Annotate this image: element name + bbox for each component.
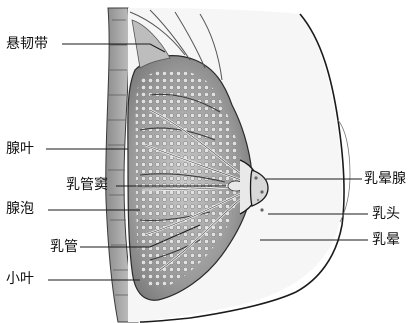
label-suspensory-ligament: 悬韧带 — [6, 36, 48, 52]
label-areola: 乳晕 — [372, 232, 400, 248]
label-lobule: 小叶 — [6, 271, 34, 287]
label-lobe: 腺叶 — [6, 141, 34, 157]
label-nipple: 乳头 — [372, 206, 400, 222]
label-lactiferous-duct: 乳管 — [50, 239, 78, 255]
label-lactiferous-sinus: 乳管窦 — [66, 177, 108, 193]
label-alveolus: 腺泡 — [6, 201, 34, 217]
label-areolar-gland: 乳晕腺 — [364, 171, 406, 187]
